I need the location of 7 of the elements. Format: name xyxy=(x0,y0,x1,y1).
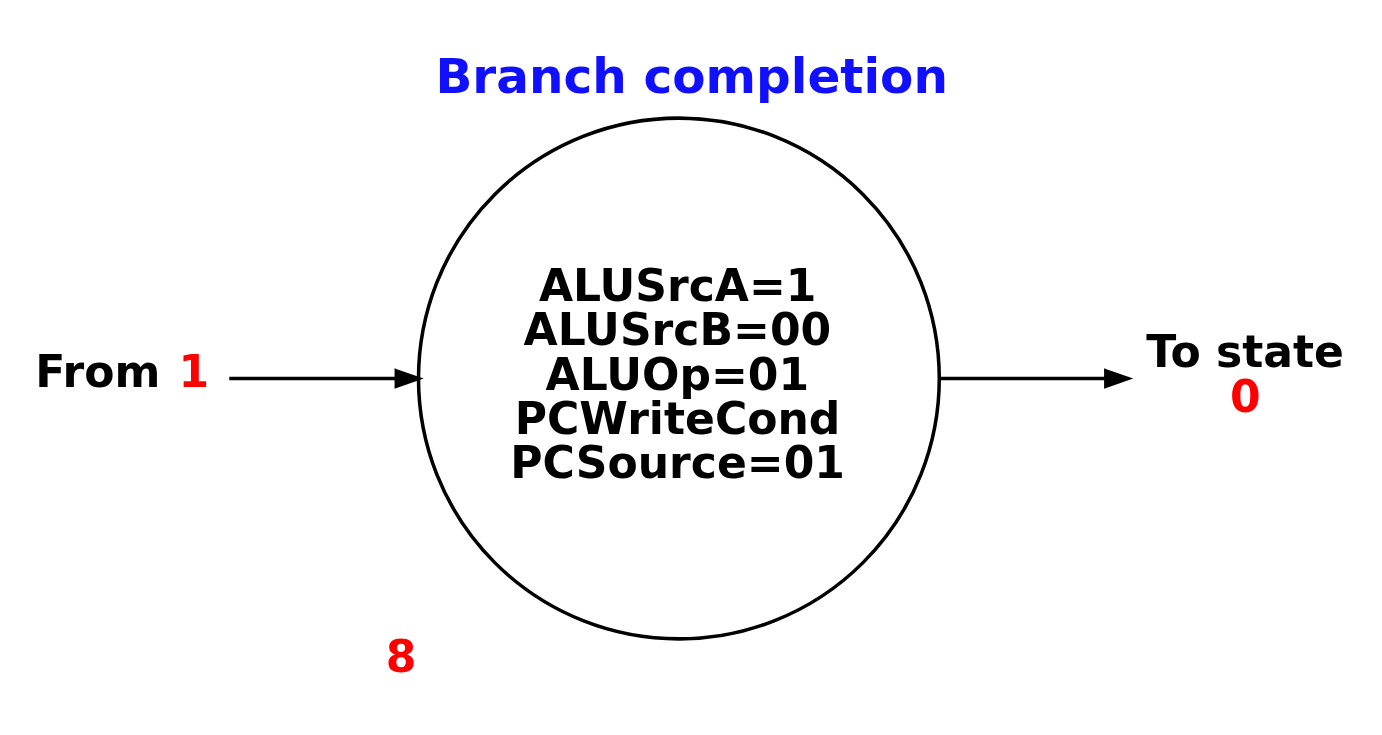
arrow xyxy=(939,368,1134,389)
arrow xyxy=(229,368,424,389)
node-text: From 1 xyxy=(35,346,210,398)
node-label: 8 xyxy=(385,630,417,682)
diagram-title: Branch completion xyxy=(435,48,948,105)
node-text: To state 0 xyxy=(1146,326,1344,422)
node-circle: ALUSrcA=1 ALUSrcB=00 ALUOp=01 PCWriteCond PCSource=01 xyxy=(416,116,942,641)
